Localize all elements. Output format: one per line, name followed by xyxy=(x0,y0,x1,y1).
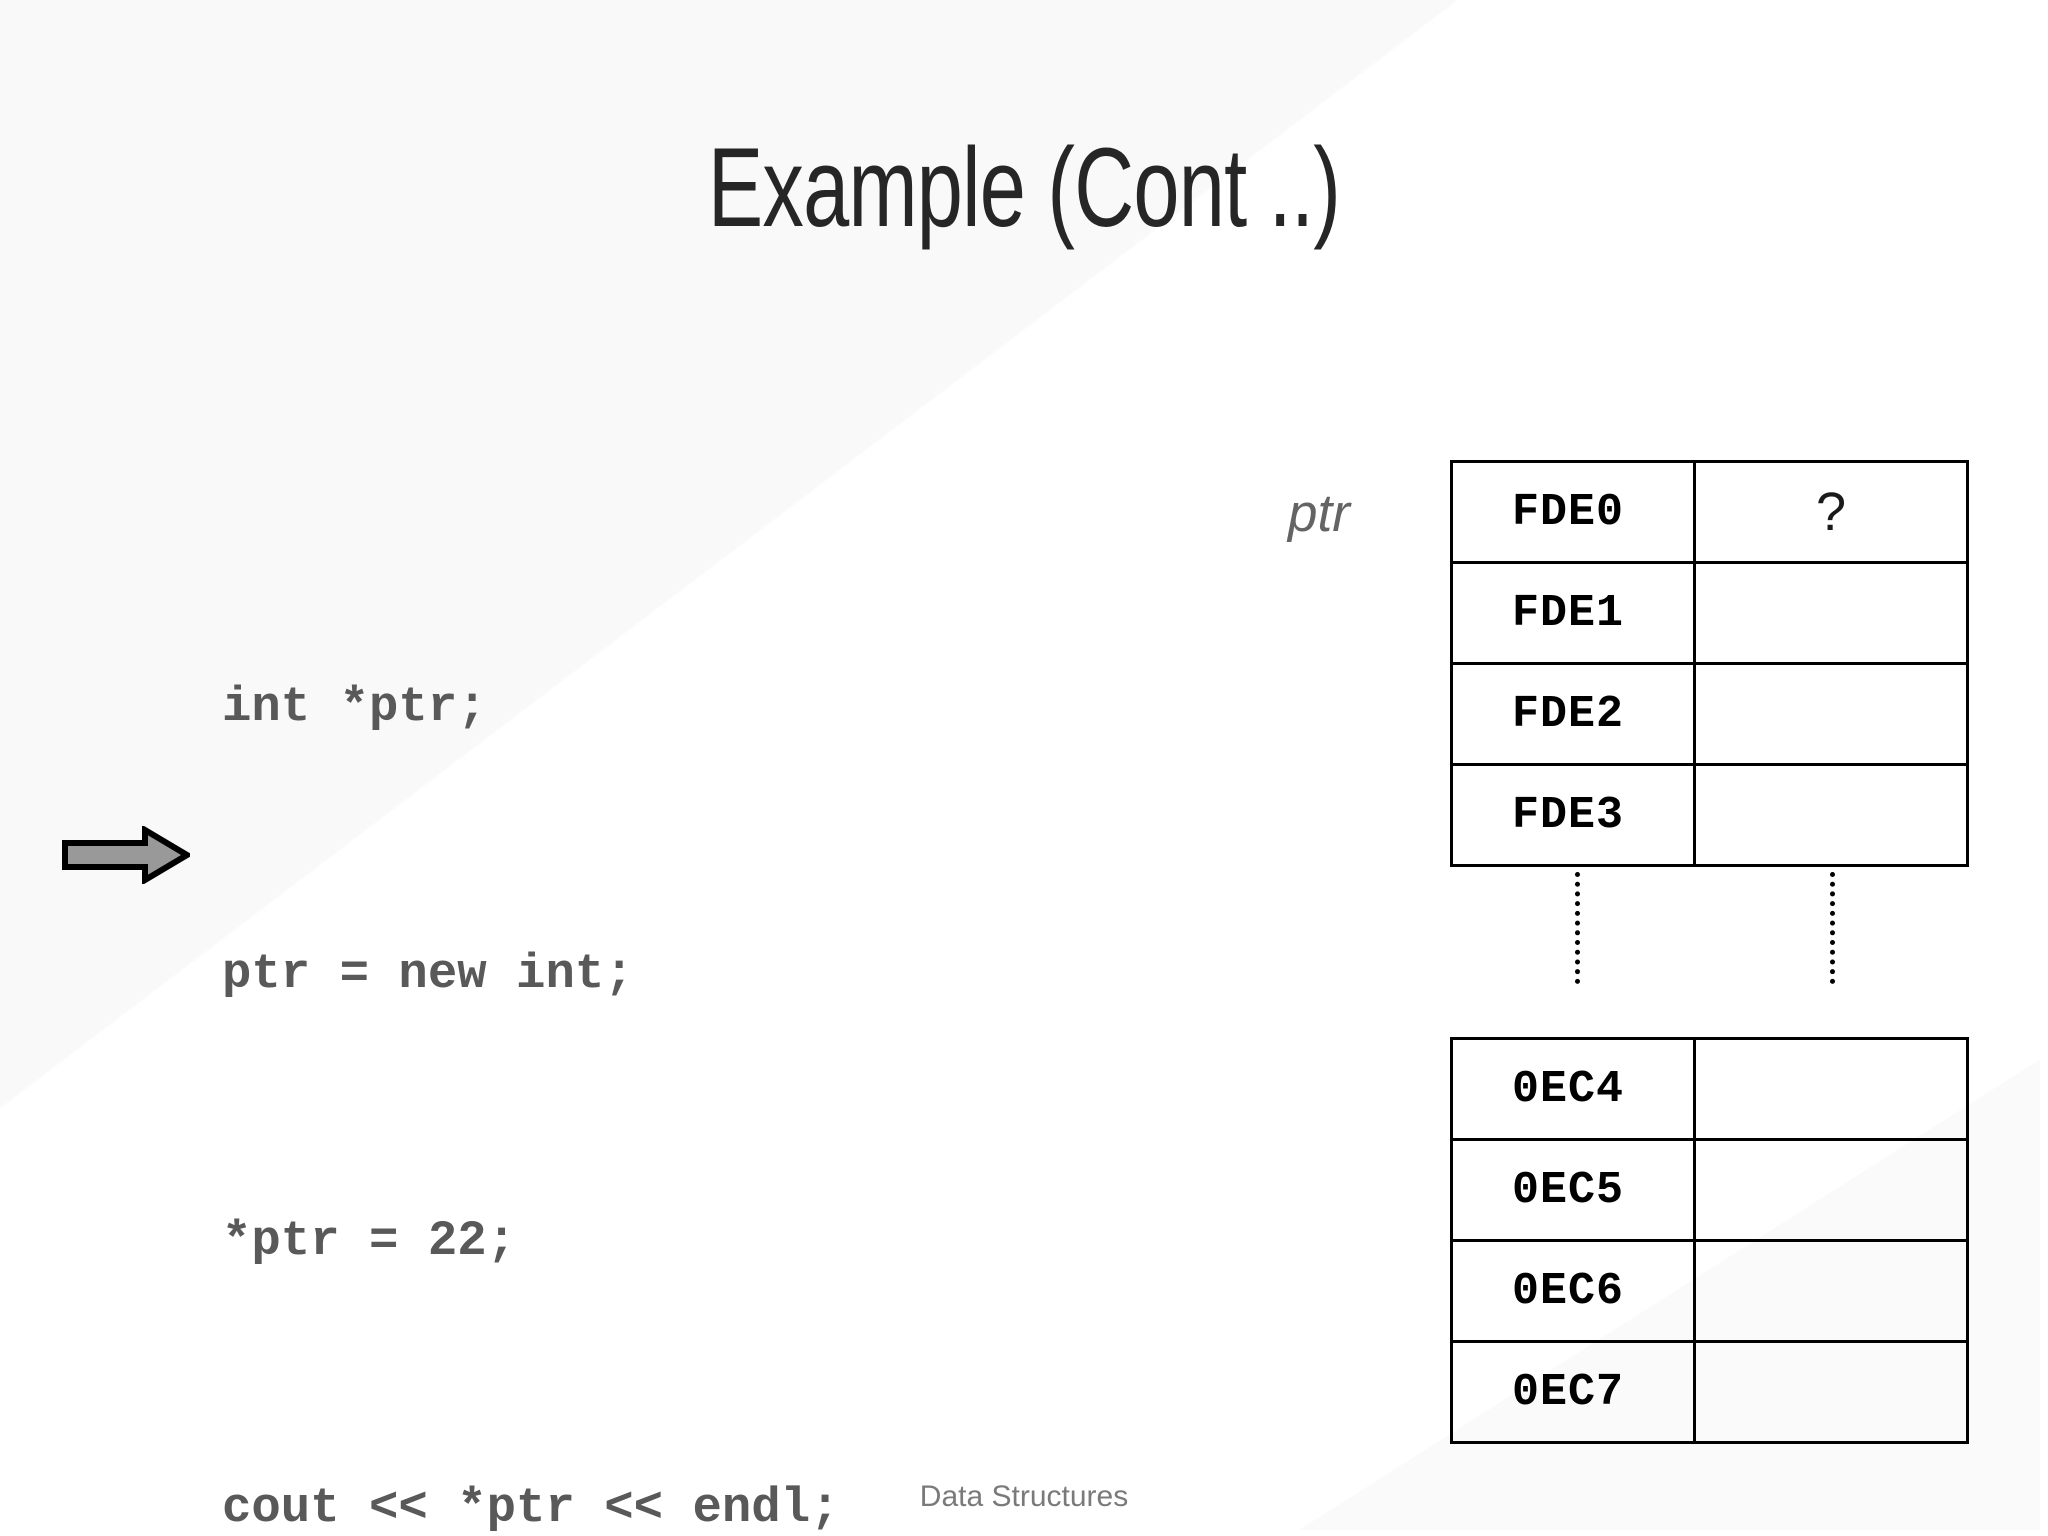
memory-address-cell: 0EC5 xyxy=(1450,1138,1696,1242)
memory-table-bottom: 0EC4 0EC5 0EC6 0EC7 xyxy=(1450,1037,1969,1444)
slide-footer: Data Structures xyxy=(919,1480,1129,1513)
page-title: Example (Cont ..) xyxy=(707,125,1341,250)
memory-address-cell: FDE0 xyxy=(1450,460,1696,564)
memory-table-top: FDE0 ? FDE1 FDE2 FDE3 xyxy=(1450,460,1969,867)
memory-value-cell xyxy=(1693,1138,1969,1242)
memory-continuation-dotted-line xyxy=(1575,872,1580,984)
memory-address-cell: FDE2 xyxy=(1450,662,1696,766)
memory-value-cell xyxy=(1693,1037,1969,1141)
table-row: 0EC6 xyxy=(1450,1239,1969,1343)
table-row: 0EC5 xyxy=(1450,1138,1969,1242)
right-arrow-icon xyxy=(62,826,190,884)
table-row: FDE2 xyxy=(1450,662,1969,766)
code-line: cout << *ptr << endl; xyxy=(222,1480,840,1536)
table-row: 0EC7 xyxy=(1450,1340,1969,1444)
code-line: *ptr = 22; xyxy=(222,1213,517,1269)
memory-value-cell xyxy=(1693,561,1969,665)
memory-address-cell: 0EC7 xyxy=(1450,1340,1696,1444)
code-line: ptr = new int; xyxy=(222,946,634,1002)
memory-address-cell: FDE3 xyxy=(1450,763,1696,867)
memory-address-cell: 0EC4 xyxy=(1450,1037,1696,1141)
table-row: 0EC4 xyxy=(1450,1037,1969,1141)
memory-value-cell xyxy=(1693,1239,1969,1343)
memory-address-cell: 0EC6 xyxy=(1450,1239,1696,1343)
memory-value-cell xyxy=(1693,763,1969,867)
memory-continuation-dotted-line xyxy=(1830,872,1835,984)
code-listing: int *ptr; ptr = new int; *ptr = 22; cout… xyxy=(222,485,840,1536)
table-row: FDE3 xyxy=(1450,763,1969,867)
code-line: int *ptr; xyxy=(222,679,487,735)
memory-address-cell: FDE1 xyxy=(1450,561,1696,665)
table-row: FDE1 xyxy=(1450,561,1969,665)
memory-value-cell xyxy=(1693,1340,1969,1444)
pointer-variable-label: ptr xyxy=(1288,484,1350,543)
table-row: FDE0 ? xyxy=(1450,460,1969,564)
memory-value-cell: ? xyxy=(1693,460,1969,564)
memory-value-cell xyxy=(1693,662,1969,766)
